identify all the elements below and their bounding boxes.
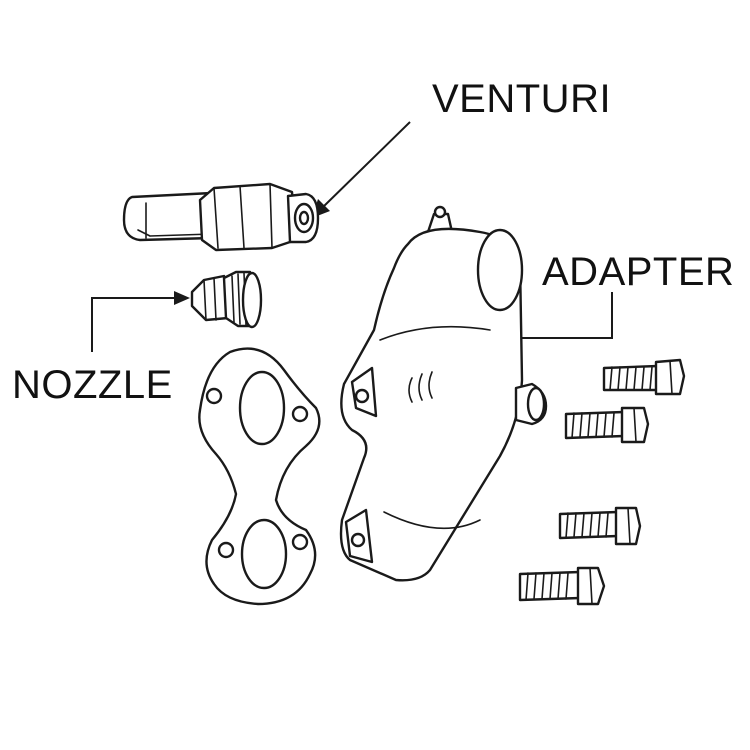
nozzle-part [190, 270, 263, 329]
venturi-leader-arrow [312, 121, 411, 218]
venturi-part [122, 182, 320, 252]
nozzle-leader-arrow [91, 291, 190, 352]
gasket-part [198, 347, 321, 606]
nozzle-label: NOZZLE [12, 363, 173, 407]
venturi-label: VENTURI [432, 77, 611, 121]
bolt-1 [602, 358, 686, 396]
bolt-2 [564, 406, 650, 444]
bolt-4 [518, 566, 606, 606]
bolt-3 [558, 506, 642, 546]
adapter-label: ADAPTER [542, 250, 734, 294]
adapter-part [339, 205, 548, 582]
